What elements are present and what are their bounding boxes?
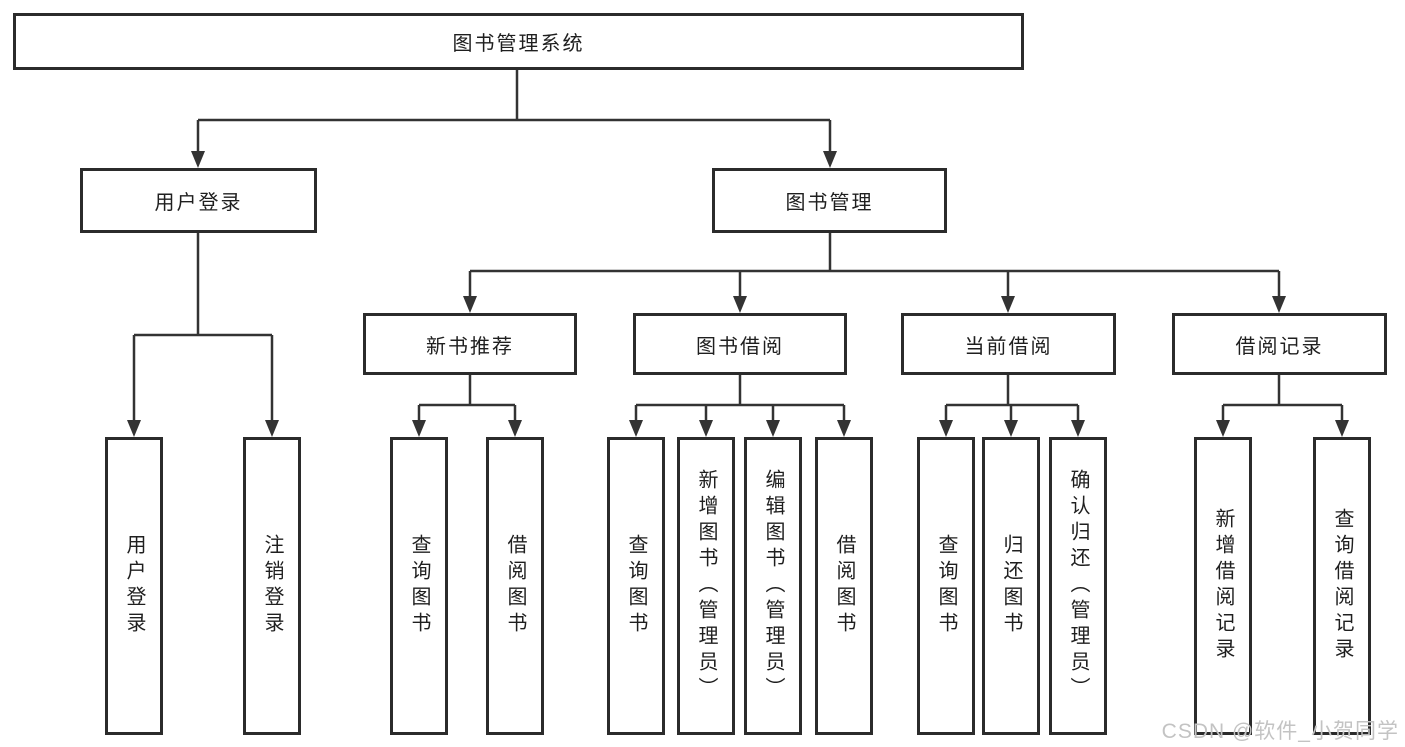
- leaf-label: 查询图书: [625, 534, 647, 638]
- node-new-book-recommend: 新书推荐: [363, 313, 577, 375]
- leaf-cb-query-books: 查询图书: [917, 437, 975, 735]
- leaf-label: 借阅图书: [833, 534, 855, 638]
- leaf-label: 注销登录: [261, 534, 283, 638]
- csdn-watermark: CSDN @软件_小贺同学: [1161, 720, 1399, 743]
- leaf-nb-query-books: 查询图书: [390, 437, 448, 735]
- node-current-borrowing: 当前借阅: [901, 313, 1116, 375]
- node-book-borrowing: 图书借阅: [633, 313, 847, 375]
- leaf-label: 归还图书: [1000, 534, 1022, 638]
- node-user-login: 用户登录: [80, 168, 317, 233]
- leaf-label: 新增图书（管理员）: [695, 469, 717, 703]
- leaf-bb-query-books: 查询图书: [607, 437, 665, 735]
- leaf-bb-borrow-books: 借阅图书: [815, 437, 873, 735]
- leaf-cb-return-books: 归还图书: [982, 437, 1040, 735]
- leaf-label: 新增借阅记录: [1212, 508, 1234, 664]
- leaf-logout: 注销登录: [243, 437, 301, 735]
- leaf-br-query-record: 查询借阅记录: [1313, 437, 1371, 735]
- leaf-user-login: 用户登录: [105, 437, 163, 735]
- node-borrowing-records: 借阅记录: [1172, 313, 1387, 375]
- leaf-label: 查询借阅记录: [1331, 508, 1353, 664]
- leaf-bb-edit-books-admin: 编辑图书（管理员）: [744, 437, 802, 735]
- leaf-cb-confirm-return-admin: 确认归还（管理员）: [1049, 437, 1107, 735]
- leaf-label: 查询图书: [408, 534, 430, 638]
- leaf-bb-add-books-admin: 新增图书（管理员）: [677, 437, 735, 735]
- leaf-br-add-record: 新增借阅记录: [1194, 437, 1252, 735]
- node-library-system: 图书管理系统: [13, 13, 1024, 70]
- node-book-management: 图书管理: [712, 168, 947, 233]
- leaf-label: 用户登录: [123, 534, 145, 638]
- leaf-label: 查询图书: [935, 534, 957, 638]
- leaf-label: 编辑图书（管理员）: [762, 469, 784, 703]
- leaf-label: 确认归还（管理员）: [1067, 469, 1089, 703]
- leaf-nb-borrow-books: 借阅图书: [486, 437, 544, 735]
- leaf-label: 借阅图书: [504, 534, 526, 638]
